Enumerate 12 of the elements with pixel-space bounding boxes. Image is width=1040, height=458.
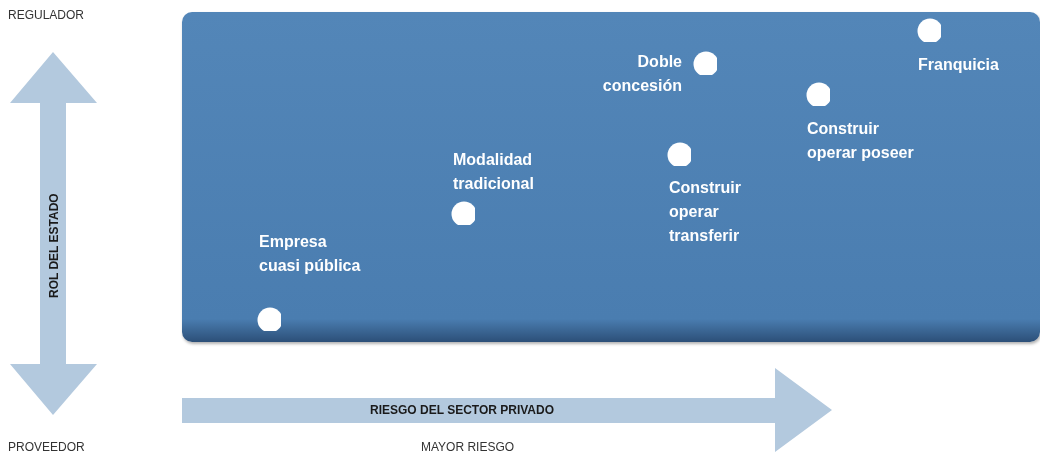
point-label: Empresa cuasi pública — [259, 232, 362, 276]
panel — [182, 12, 1040, 342]
point-label: Modalidad tradicional — [453, 150, 535, 194]
point-label: Construir operar poseer — [807, 119, 915, 163]
axis-end-label: MAYOR RIESGO — [421, 440, 515, 454]
axis-label: RIESGO DEL SECTOR PRIVADO — [370, 403, 555, 417]
axis-end-label: REGULADOR — [8, 8, 84, 22]
point-label: Franquicia — [918, 55, 1000, 75]
point-label: Doble concesión — [601, 52, 682, 96]
point-label: Construir operar transferir — [669, 178, 742, 246]
axis-label: ROL DEL ESTADO — [47, 193, 61, 298]
axis-end-label: PROVEEDOR — [8, 440, 85, 454]
